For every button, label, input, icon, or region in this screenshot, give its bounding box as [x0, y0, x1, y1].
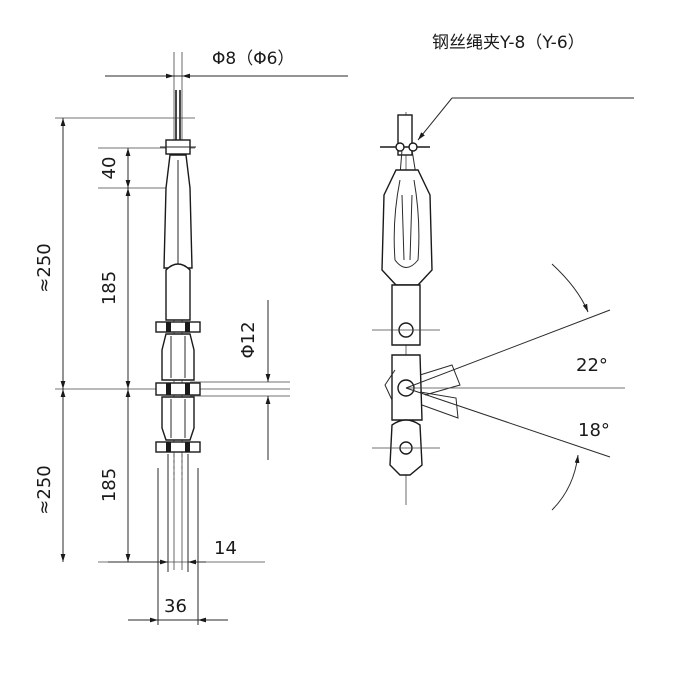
- thimble: [165, 263, 191, 321]
- swing-arm-lower: [419, 391, 459, 419]
- label-phi8: Φ8（Φ6）: [212, 49, 294, 69]
- label-14: 14: [214, 538, 237, 559]
- lower-flange-bolt-2: [185, 442, 190, 452]
- middle-barrel-top: [161, 333, 195, 381]
- lower-flange-bolt-1: [166, 442, 171, 452]
- upper-body-inner-2: [401, 194, 413, 261]
- center-flange-bolt-1: [166, 383, 171, 395]
- angle-arc-lower: [551, 454, 580, 511]
- label-250-bottom: ≈250: [34, 465, 55, 514]
- swing-arm-left: [384, 369, 396, 401]
- lower-flange: [155, 441, 201, 453]
- label-22: 22°: [576, 355, 608, 376]
- upper-flange: [155, 321, 201, 333]
- label-phi12: Φ12: [238, 321, 259, 358]
- angle-line-lower: [405, 387, 611, 458]
- center-flange-bolt-2: [185, 383, 190, 395]
- top-bolt-nut-2: [408, 142, 418, 152]
- clamp-label: 钢丝绳夹Y-8（Y-6）: [432, 33, 585, 53]
- label-250-top: ≈250: [34, 243, 55, 292]
- label-18: 18°: [578, 420, 610, 441]
- upper-body-inner-1: [393, 179, 420, 268]
- label-185-bottom: 185: [99, 468, 120, 502]
- top-bolt-nut-1: [395, 142, 405, 152]
- upper-flange-bolt-1: [166, 322, 171, 332]
- label-36: 36: [164, 596, 187, 617]
- upper-flange-bolt-2: [185, 322, 190, 332]
- leader-arrow: [417, 97, 453, 141]
- angle-arc-upper: [551, 263, 589, 313]
- angle-line-upper: [405, 309, 611, 389]
- right-view: 钢丝绳夹Y-8（Y-6）: [372, 33, 634, 511]
- swing-arm-upper: [419, 364, 461, 396]
- label-185-top: 185: [99, 271, 120, 305]
- center-flange: [155, 382, 201, 396]
- label-40: 40: [99, 157, 120, 180]
- lower-barrel: [161, 396, 195, 441]
- left-view: Φ8（Φ6）: [34, 49, 348, 625]
